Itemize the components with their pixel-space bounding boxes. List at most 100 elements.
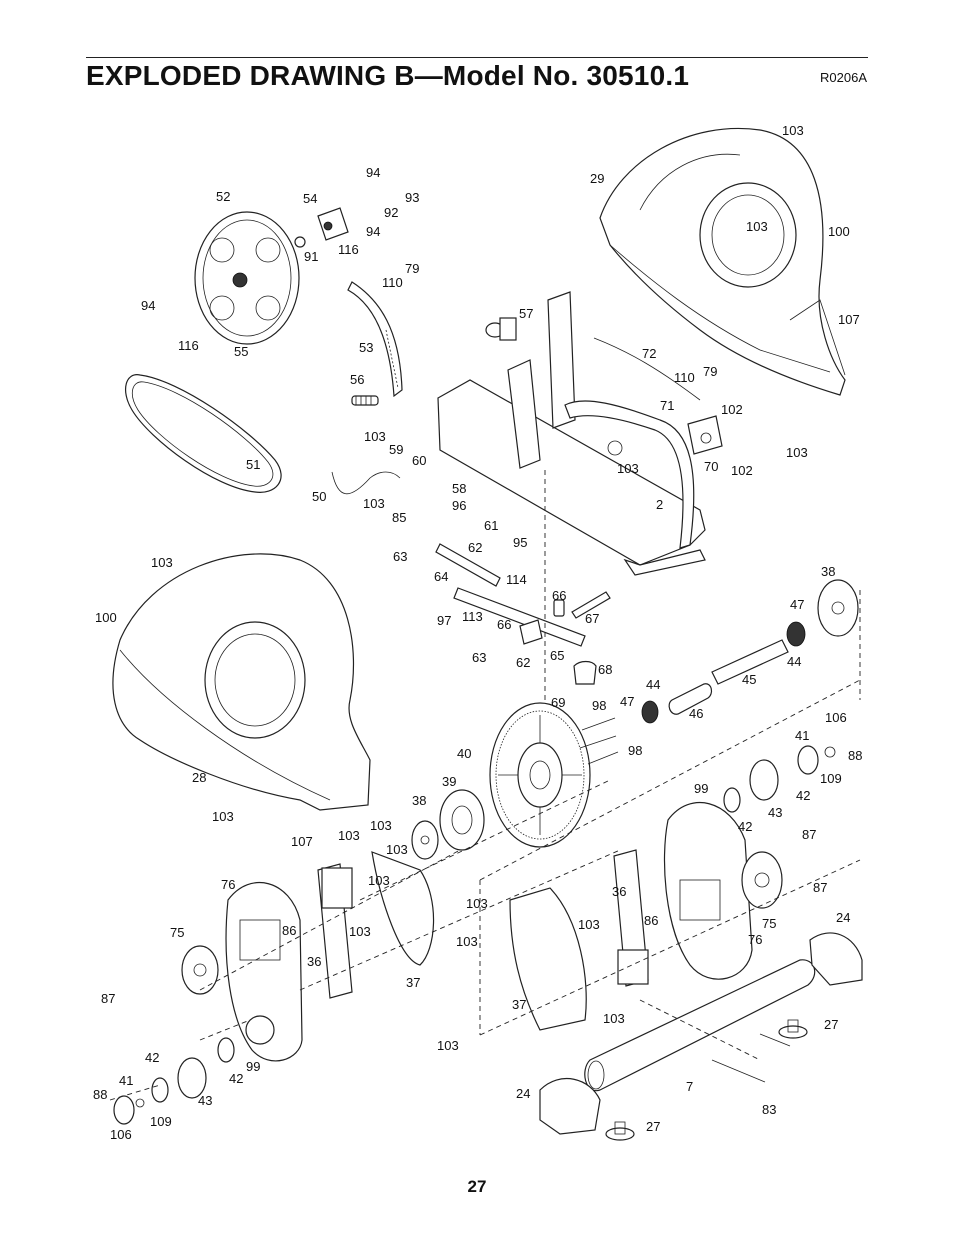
part-number-label: 75 <box>170 925 184 940</box>
part-number-label: 113 <box>462 609 483 624</box>
part-number-label: 44 <box>646 677 660 692</box>
part-number-label: 60 <box>412 453 426 468</box>
part-number-label: 29 <box>590 171 604 186</box>
part-number-label: 2 <box>656 497 663 512</box>
pulley-part-75-left <box>181 945 219 995</box>
bracket-part-70 <box>687 415 723 455</box>
endcaps-part-24 <box>539 932 863 1135</box>
axle-part-45 <box>641 621 806 724</box>
right-shroud-part-29 <box>599 127 846 396</box>
hub-parts-38-39 <box>411 789 485 860</box>
part-number-label: 55 <box>234 344 248 359</box>
linkage-parts <box>435 543 611 685</box>
pedal-arm-part-36-right <box>613 849 649 987</box>
pulley-part-75-right <box>741 851 783 909</box>
part-number-label: 93 <box>405 190 419 205</box>
part-number-label: 103 <box>746 219 768 234</box>
part-number-label: 69 <box>551 695 565 710</box>
part-number-label: 57 <box>519 306 533 321</box>
part-number-label: 103 <box>364 429 386 444</box>
part-number-label: 38 <box>412 793 426 808</box>
hub-part-38-right <box>817 579 859 637</box>
part-number-label: 79 <box>703 364 717 379</box>
part-number-label: 65 <box>550 648 564 663</box>
part-number-label: 42 <box>796 788 810 803</box>
left-shroud-part-28 <box>112 553 371 811</box>
part-number-label: 42 <box>738 819 752 834</box>
part-number-label: 61 <box>484 518 498 533</box>
part-number-label: 110 <box>382 275 403 290</box>
part-number-label: 106 <box>110 1127 132 1142</box>
part-number-label: 103 <box>370 818 392 833</box>
part-number-label: 75 <box>762 916 776 931</box>
part-number-label: 107 <box>291 834 313 849</box>
stabilizer-part-7 <box>584 959 816 1092</box>
pulley-part-52 <box>194 211 300 345</box>
part-number-label: 38 <box>821 564 835 579</box>
part-number-label: 83 <box>762 1102 776 1117</box>
part-number-label: 114 <box>506 572 527 587</box>
part-number-label: 98 <box>628 743 642 758</box>
part-number-label: 87 <box>101 991 115 1006</box>
part-number-label: 56 <box>350 372 364 387</box>
part-number-label: 91 <box>304 249 318 264</box>
part-number-label: 103 <box>782 123 804 138</box>
assembly-lines <box>109 470 861 1101</box>
part-number-label: 52 <box>216 189 230 204</box>
part-number-label: 103 <box>603 1011 625 1026</box>
part-number-label: 27 <box>646 1119 660 1134</box>
part-number-label: 51 <box>246 457 260 472</box>
part-number-label: 24 <box>836 910 850 925</box>
part-number-label: 54 <box>303 191 317 206</box>
part-number-label: 102 <box>721 402 743 417</box>
part-number-label: 37 <box>512 997 526 1012</box>
part-number-label: 87 <box>802 827 816 842</box>
part-number-label: 94 <box>366 165 380 180</box>
flywheel-part-40 <box>489 702 591 848</box>
bracket-part-54 <box>294 207 349 248</box>
part-number-label: 59 <box>389 442 403 457</box>
part-number-label: 110 <box>674 370 695 385</box>
bolts-part-98 <box>579 717 619 765</box>
part-number-label: 62 <box>516 655 530 670</box>
part-number-label: 109 <box>150 1114 172 1129</box>
part-number-label: 85 <box>392 510 406 525</box>
cable-part-72 <box>593 337 701 401</box>
part-number-label: 46 <box>689 706 703 721</box>
part-number-label: 67 <box>585 611 599 626</box>
part-number-label: 88 <box>93 1087 107 1102</box>
part-number-label: 88 <box>848 748 862 763</box>
crank-cover-part-76-left <box>225 882 303 1062</box>
part-number-label: 64 <box>434 569 448 584</box>
part-number-label: 102 <box>731 463 753 478</box>
part-number-label: 63 <box>472 650 486 665</box>
part-number-label: 44 <box>787 654 801 669</box>
part-number-label: 43 <box>198 1093 212 1108</box>
part-number-label: 103 <box>466 896 488 911</box>
part-number-label: 40 <box>457 746 471 761</box>
part-number-label: 76 <box>748 932 762 947</box>
part-number-label: 103 <box>338 828 360 843</box>
part-number-label: 103 <box>437 1038 459 1053</box>
page-title: EXPLODED DRAWING B—Model No. 30510.1 <box>86 60 690 91</box>
part-number-label: 28 <box>192 770 206 785</box>
part-number-label: 116 <box>338 242 359 257</box>
part-number-label: 94 <box>366 224 380 239</box>
part-number-label: 103 <box>349 924 371 939</box>
part-number-label: 76 <box>221 877 235 892</box>
part-number-label: 63 <box>393 549 407 564</box>
part-number-label: 103 <box>578 917 600 932</box>
part-number-label: 103 <box>386 842 408 857</box>
part-number-label: 68 <box>598 662 612 677</box>
part-number-label: 103 <box>368 873 390 888</box>
part-number-label: 58 <box>452 481 466 496</box>
plate-part-37-right <box>509 887 587 1031</box>
page-number: 27 <box>467 1177 487 1196</box>
part-number-label: 36 <box>307 954 321 969</box>
part-number-label: 41 <box>119 1073 133 1088</box>
part-number-label: 99 <box>694 781 708 796</box>
spring-part-56 <box>351 395 379 406</box>
part-number-label: 43 <box>768 805 782 820</box>
